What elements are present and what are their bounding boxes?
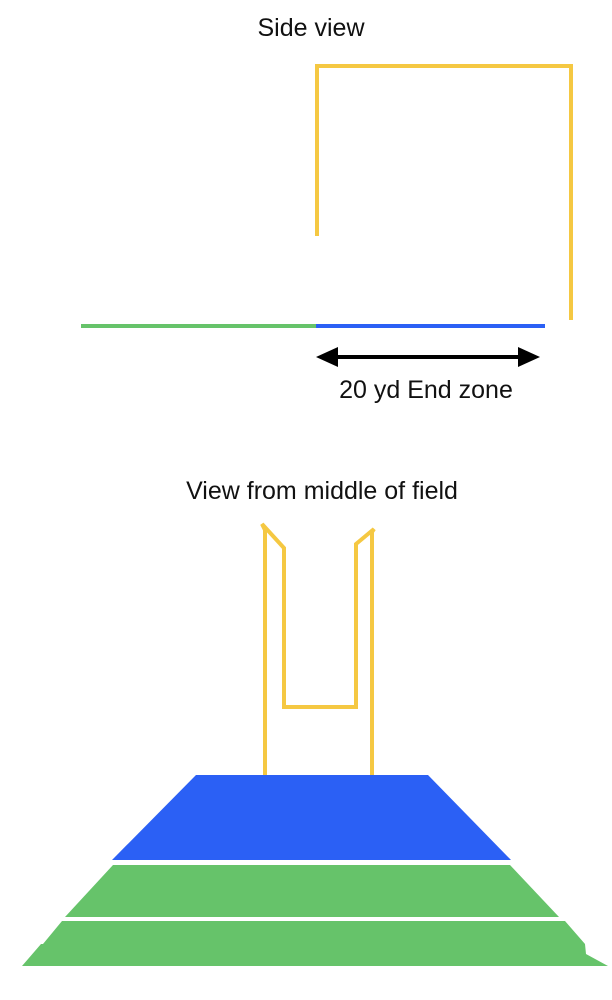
end-zone-length-arrow (316, 347, 540, 367)
middle-view: View from middle of field (22, 477, 608, 966)
middle-view-end-zone (112, 775, 511, 860)
side-view-title: Side view (258, 14, 366, 42)
middle-view-field-band-2 (22, 921, 608, 966)
middle-view-field-band-1 (65, 865, 559, 917)
side-view-goalpost (315, 64, 573, 320)
middle-view-title: View from middle of field (186, 477, 458, 505)
side-view: Side view 20 yd End zone (81, 14, 573, 404)
end-zone-label: 20 yd End zone (339, 376, 513, 404)
middle-view-goalpost (260, 522, 376, 777)
